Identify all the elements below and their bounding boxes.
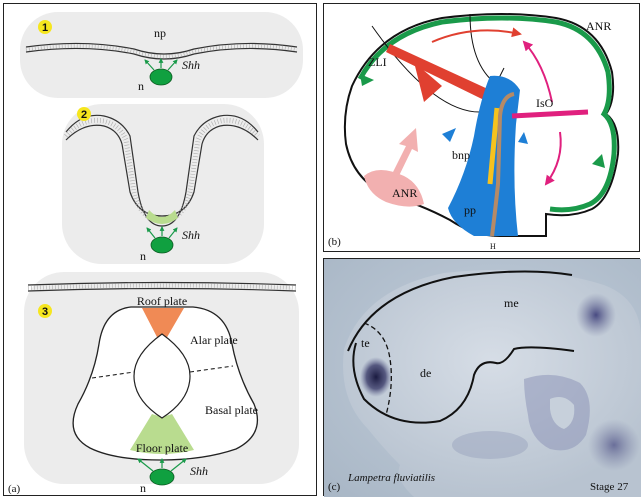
ventricle-contour <box>352 342 575 424</box>
red-arrow-top <box>431 27 522 43</box>
zli-label: ZLI <box>368 55 387 69</box>
stage-3 <box>24 272 299 486</box>
stage-1-background <box>20 12 303 98</box>
roof-plate-label: Roof plate <box>137 294 187 308</box>
pp-label: pp <box>464 203 476 217</box>
stage-3-number: 3 <box>42 306 48 318</box>
species-label: Lampetra fluviatilis <box>347 472 435 484</box>
floor-plate-label: Floor plate <box>136 441 188 455</box>
panel-c-micrograph: me te de Lampetra fluviatilis Stage 27 (… <box>324 259 641 497</box>
anr-bottom-label: ANR <box>392 186 417 200</box>
stage-2-number: 2 <box>81 109 87 121</box>
neural-plate <box>25 43 298 59</box>
notochord <box>149 468 175 486</box>
notochord <box>150 236 174 254</box>
notochord <box>149 68 173 86</box>
bnp-label: bnp <box>452 148 470 162</box>
zli-bar <box>386 44 490 100</box>
te-stain <box>360 357 392 397</box>
shh-label-2: Shh <box>182 228 200 242</box>
te-label: te <box>361 336 370 350</box>
stage-1-badge: 1 <box>38 20 52 34</box>
zli-wedge <box>414 62 442 102</box>
iso-label: IsO <box>536 96 554 110</box>
panel-b-drawing: ANR ZLI IsO bnp ANR pp H (b) <box>328 13 620 251</box>
basal-plate-label: Basal plate <box>205 403 258 417</box>
pink-arrow <box>390 128 418 182</box>
shh-label-1: Shh <box>182 58 200 72</box>
n-label-1: n <box>138 79 144 93</box>
me-label: me <box>504 296 519 310</box>
sulcus-limitans-right <box>189 365 234 373</box>
h-label: H <box>490 242 496 251</box>
stage-1 <box>20 12 303 98</box>
panel-c-label: (c) <box>328 481 341 493</box>
lower-lumen <box>550 397 575 429</box>
de-label: de <box>420 366 431 380</box>
panel-a-label: (a) <box>8 483 21 495</box>
shh-label-3: Shh <box>190 464 208 478</box>
panel-b-label: (b) <box>328 236 341 248</box>
floor-region <box>146 210 178 224</box>
n-label-2: n <box>140 249 146 263</box>
alar-plate-label: Alar plate <box>190 333 238 347</box>
anr-top-label: ANR <box>586 19 611 33</box>
anr-pink-region <box>364 170 424 207</box>
iso-bar <box>511 109 589 119</box>
magenta-arrow-down <box>544 131 562 186</box>
te-de-boundary <box>363 322 392 416</box>
stage-2-background <box>62 104 264 264</box>
pp-yellow-line <box>487 107 500 185</box>
hypothalamus-line <box>490 92 515 237</box>
stage-2-badge: 2 <box>77 107 91 121</box>
anr-band <box>357 15 617 213</box>
magenta-arrow-up <box>522 40 553 103</box>
roof-plate-region <box>142 308 184 341</box>
stage-label: Stage 27 <box>590 481 629 493</box>
panel-a: 1 2 3 np Shh n Shh n Roof plate Alar pla… <box>3 3 317 496</box>
np-label: np <box>154 26 166 40</box>
floor-plate-region <box>130 414 194 454</box>
panel-a-drawing: 1 2 3 np Shh n Shh n Roof plate Alar pla… <box>8 12 303 495</box>
panel-b: ANR ZLI IsO bnp ANR pp H (b) <box>323 3 640 252</box>
me-stain <box>576 293 616 337</box>
panel-c: me te de Lampetra fluviatilis Stage 27 (… <box>323 258 641 497</box>
sulcus-limitans-left <box>91 371 135 379</box>
dorsal-contour <box>347 270 573 352</box>
stage-2 <box>62 104 264 264</box>
stage-1-number: 1 <box>42 22 48 34</box>
stage-3-badge: 3 <box>38 304 52 318</box>
n-label-3: n <box>140 481 146 495</box>
neural-lumen <box>133 333 191 419</box>
